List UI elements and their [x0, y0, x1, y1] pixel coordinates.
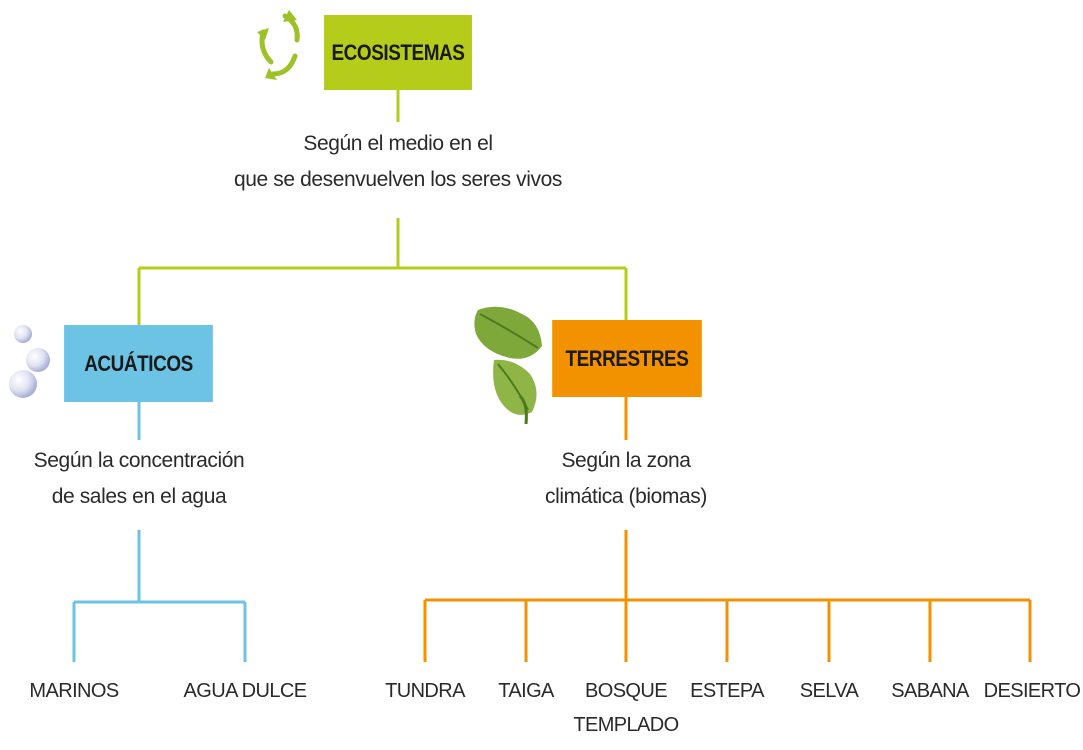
- leaf-estepa: ESTEPA: [690, 680, 764, 702]
- leaf-selva: SELVA: [799, 680, 859, 702]
- terrestrial-criterion-line1: Según la zona: [561, 449, 691, 472]
- green-connectors: [137, 90, 628, 325]
- acuaticos-box: ACUÁTICOS: [64, 325, 213, 402]
- root-criterion-line2: que se desenvuelven los seres vivos: [233, 168, 563, 191]
- ecosistemas-box: ECOSISTEMAS: [324, 15, 472, 90]
- terrestrial-criterion-line2: climática (biomas): [545, 485, 707, 508]
- recycle-arrows-icon: [257, 10, 300, 80]
- ecosistemas-label: ECOSISTEMAS: [331, 39, 465, 65]
- leaf-sabana: SABANA: [891, 680, 969, 702]
- leaf-bosque-line1: BOSQUE: [585, 680, 668, 702]
- leaf-desierto: DESIERTO: [983, 680, 1081, 702]
- oak-leaves-icon: [474, 306, 542, 425]
- terrestrial-criterion: Según la zona climática (biomas): [496, 443, 756, 515]
- orange-connectors: [423, 397, 1032, 662]
- leaf-bosque-line2: TEMPLADO: [573, 714, 679, 736]
- root-criterion-line1: Según el medio en el: [303, 132, 493, 155]
- aquatic-criterion-line1: Según la concentración: [33, 449, 245, 472]
- leaf-taiga: TAIGA: [498, 680, 554, 702]
- root-criterion: Según el medio en el que se desenvuelven…: [198, 126, 598, 198]
- aquatic-criterion-line2: de sales en el agua: [51, 485, 227, 508]
- acuaticos-label: ACUÁTICOS: [84, 350, 193, 376]
- leaf-tundra: TUNDRA: [385, 680, 465, 702]
- terrestres-box: TERRESTRES: [552, 320, 702, 397]
- blue-connectors: [72, 402, 247, 662]
- leaf-agua-dulce: AGUA DULCE: [183, 680, 308, 702]
- leaf-bosque-templado: BOSQUE TEMPLADO: [566, 674, 686, 742]
- bubbles-icon: [9, 325, 50, 398]
- leaf-marinos: MARINOS: [29, 680, 119, 702]
- terrestres-label: TERRESTRES: [565, 345, 689, 371]
- aquatic-criterion: Según la concentración de sales en el ag…: [0, 443, 278, 515]
